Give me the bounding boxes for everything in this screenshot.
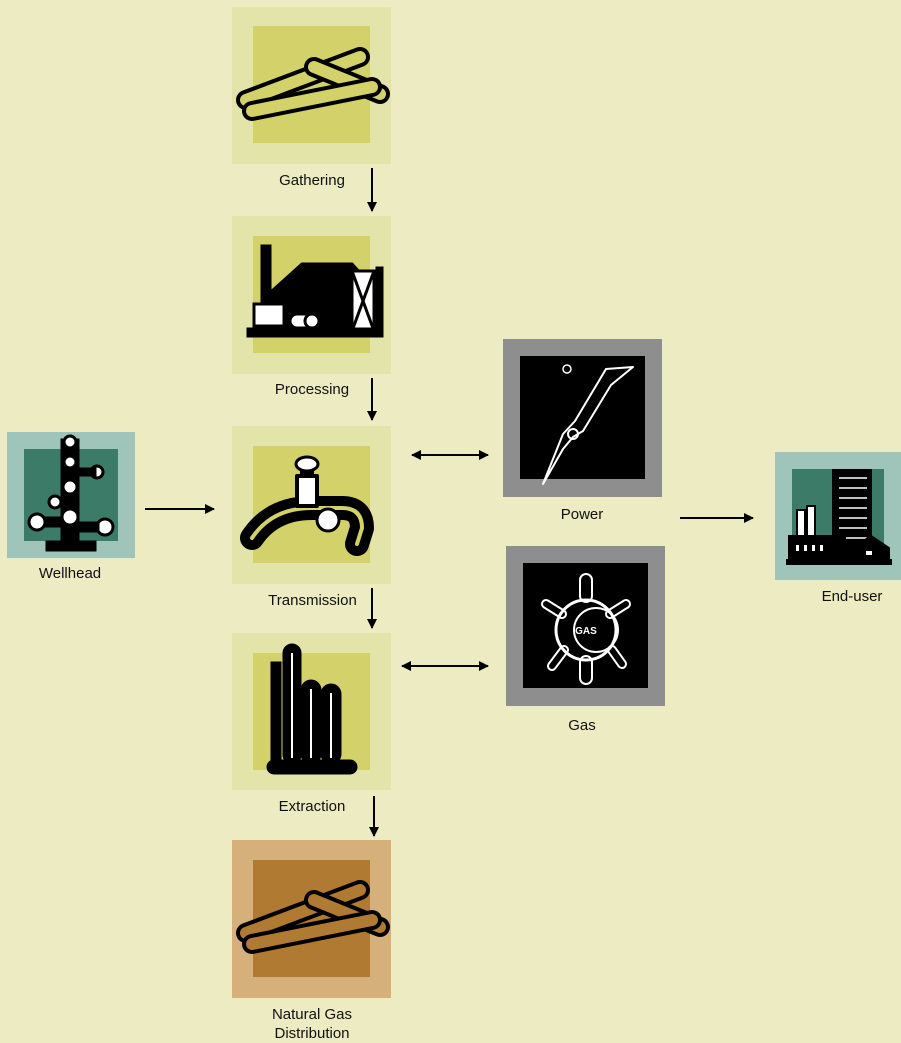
processing-label: Processing: [274, 381, 350, 398]
lightning-icon: [542, 364, 634, 485]
gathering-label: Gathering: [279, 172, 345, 189]
processing-node[interactable]: [232, 216, 391, 374]
valve-icon: [240, 455, 374, 556]
pipes-icon: [236, 880, 390, 954]
power-label: Power: [560, 506, 604, 523]
enduser-node[interactable]: [775, 452, 901, 580]
wellhead-node[interactable]: [7, 432, 135, 558]
enduser-label: End-user: [821, 588, 883, 605]
gas-meter-text: GAS: [575, 626, 597, 637]
transmission-node[interactable]: [232, 426, 391, 584]
extraction-node[interactable]: [232, 633, 391, 790]
gas-label: Gas: [568, 717, 596, 734]
plant-icon: [246, 244, 384, 338]
distribution-label-line1: Natural Gas: [271, 1006, 353, 1023]
distribution-node[interactable]: [232, 840, 391, 998]
wellhead-icon: [27, 434, 115, 552]
distribution-label-line2: Distribution: [274, 1025, 350, 1042]
power-node[interactable]: [503, 339, 662, 497]
columns-icon: [266, 643, 358, 775]
gas-meter-icon: GAS: [541, 573, 631, 685]
gathering-node[interactable]: [232, 7, 391, 164]
wellhead-label: Wellhead: [38, 565, 102, 582]
extraction-label: Extraction: [278, 798, 346, 815]
buildings-icon: [786, 469, 892, 565]
pipes-icon: [236, 47, 390, 121]
gas-node[interactable]: GAS: [506, 546, 665, 706]
transmission-label: Transmission: [268, 592, 357, 609]
distribution-label: Natural Gas Distribution: [262, 1005, 362, 1043]
